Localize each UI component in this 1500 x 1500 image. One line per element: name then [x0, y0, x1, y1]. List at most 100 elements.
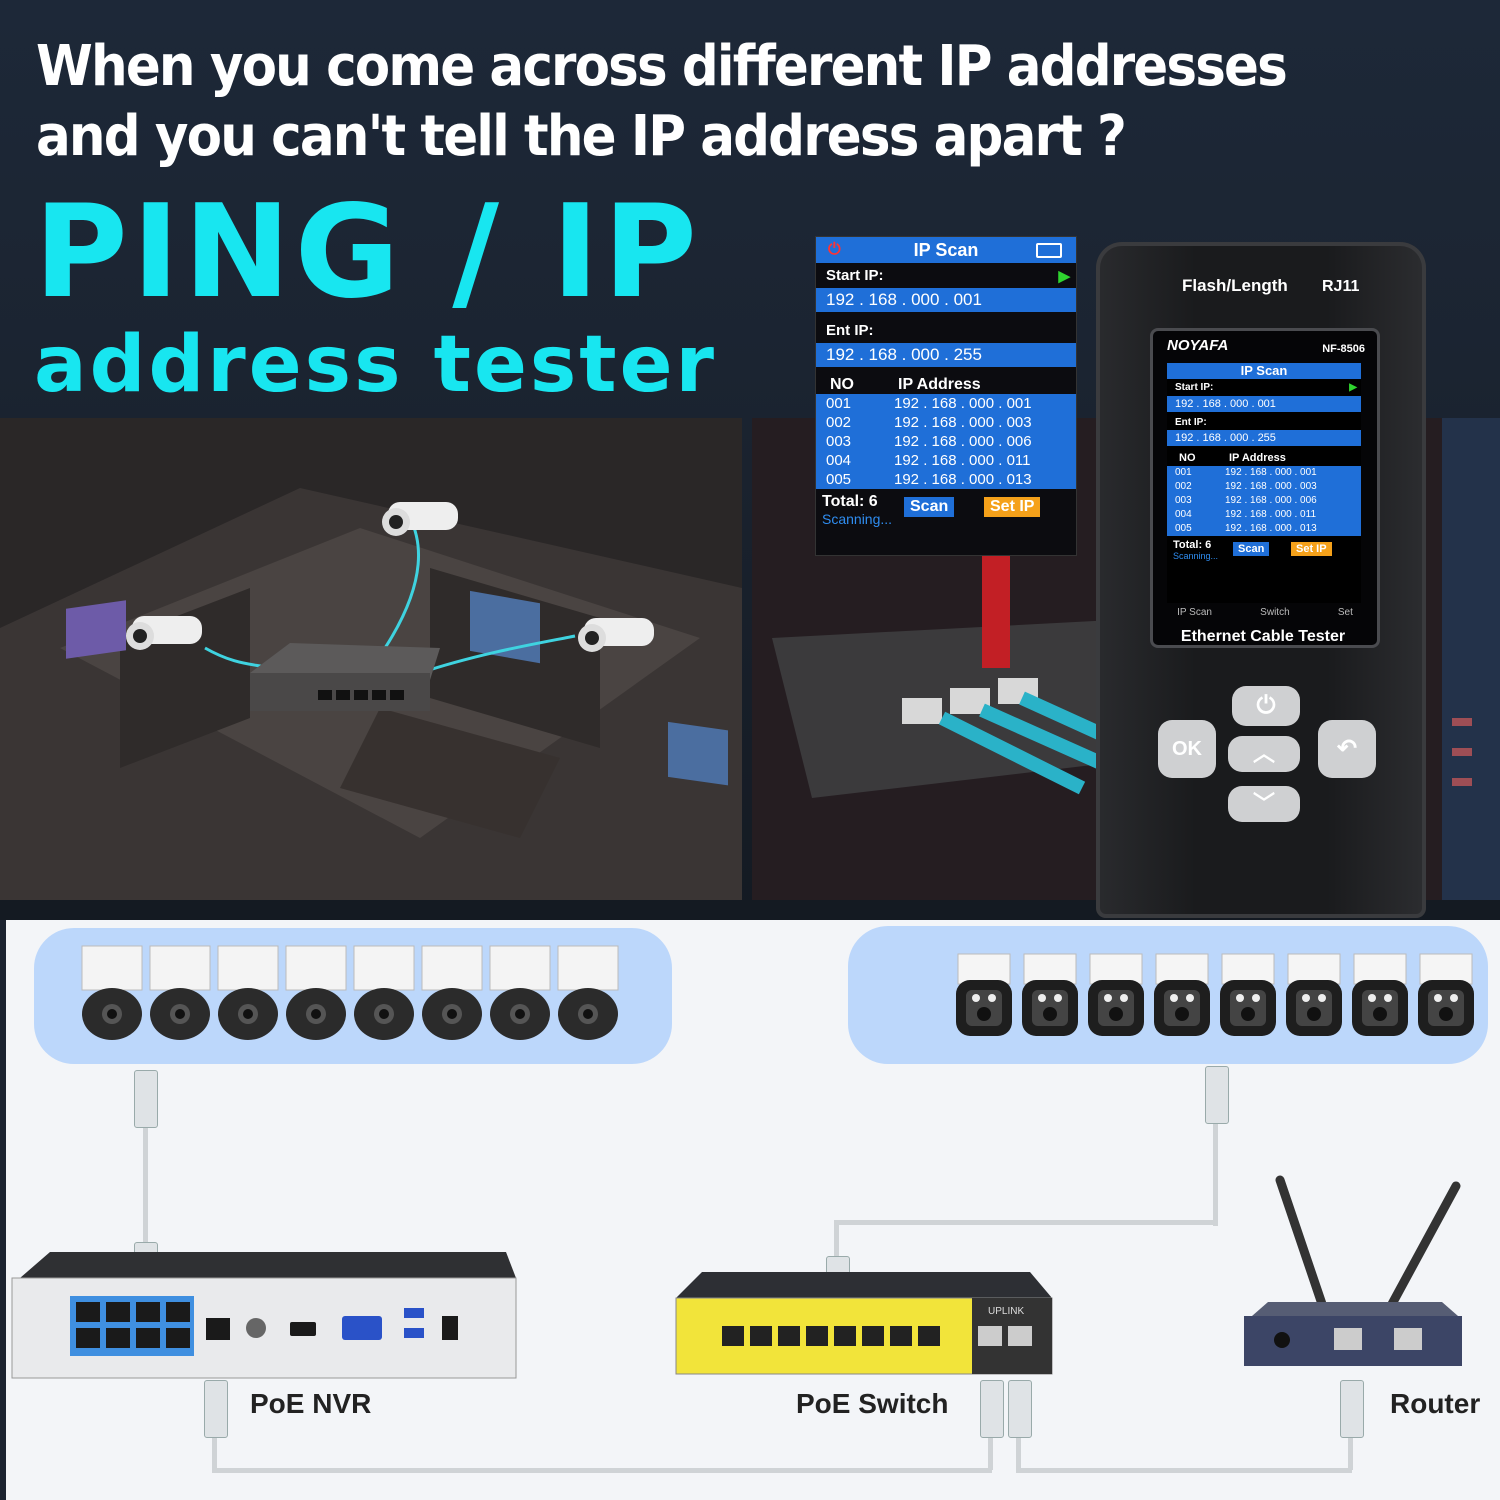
cable-nvr-cams	[143, 1070, 148, 1260]
rj45-plug	[134, 1070, 158, 1128]
device-screen: NOYAFA NF-8506 IP Scan Start IP:▶ 192 . …	[1150, 328, 1380, 648]
network-diagram: PoE NVR UPLINK PoE Switch Router	[6, 920, 1500, 1500]
play-icon: ▶	[1058, 268, 1070, 285]
device-footer-label: Ethernet Cable Tester	[1180, 628, 1346, 645]
mini-end-ip: 192 . 168 . 000 . 255	[1167, 430, 1361, 446]
bullet-camera-icon	[1216, 950, 1278, 1040]
mini-status: Scanning...	[1173, 551, 1219, 561]
flash-length-label: Flash/Length	[1182, 276, 1288, 295]
back-button[interactable]: ↶	[1318, 720, 1376, 778]
bullet-camera-icon	[1018, 950, 1080, 1040]
ip-scan-screen: ⏻ IP Scan Start IP: ▶ 192 . 168 . 000 . …	[815, 236, 1077, 556]
power-button[interactable]: ⏻	[1232, 686, 1300, 726]
mini-total: Total: 6	[1173, 539, 1212, 551]
camera-icon	[382, 502, 458, 536]
screen-footer: Total: 6 Scanning... Scan Set IP	[816, 489, 1076, 541]
back-arrow-icon: ↶	[1336, 735, 1358, 762]
softkey-set[interactable]: Set	[1337, 607, 1353, 618]
scan-status: Scanning...	[822, 511, 893, 527]
screen-header: ⏻ IP Scan	[816, 237, 1076, 263]
ok-button[interactable]: OK	[1158, 720, 1216, 778]
model-label: NF-8506	[1322, 343, 1365, 355]
dome-camera-icon	[352, 944, 416, 1040]
cable-switch-router	[1016, 1468, 1352, 1473]
scan-button[interactable]: Scan	[904, 497, 955, 517]
cable-nvr-switch	[212, 1420, 217, 1470]
start-ip-field[interactable]: 192 . 168 . 000 . 001	[816, 288, 1076, 312]
headline-line1: When you come across different IP addres…	[36, 34, 1288, 99]
set-ip-button[interactable]: Set IP	[984, 497, 1041, 517]
dome-camera-icon	[284, 944, 348, 1040]
total-count: Total: 6	[822, 493, 878, 510]
power-icon: ⏻	[828, 241, 841, 258]
rj45-plug	[1340, 1380, 1364, 1438]
play-icon: ▶	[1349, 382, 1357, 393]
cable-tester-device: Flash/Length RJ11 NOYAFA NF-8506 IP Scan…	[1096, 242, 1426, 918]
brand-logo: NOYAFA	[1167, 337, 1229, 354]
screen-title: IP Scan	[913, 240, 979, 260]
headline-line2: and you can't tell the IP address apart …	[36, 104, 1127, 169]
cable-switch-router	[1016, 1420, 1021, 1470]
camera-icon	[578, 618, 654, 652]
rj45-plug	[204, 1380, 228, 1438]
battery-icon	[1036, 243, 1062, 258]
bullet-camera-icon	[1348, 950, 1410, 1040]
softkey-bar: IP Scan Switch Set	[1153, 607, 1377, 618]
softkey-switch[interactable]: Switch	[1260, 607, 1290, 618]
bullet-camera-icon	[1084, 950, 1146, 1040]
rj45-plug	[980, 1380, 1004, 1438]
up-button[interactable]: ︿	[1228, 736, 1300, 772]
bullet-camera-icon	[1282, 950, 1344, 1040]
dome-camera-icon	[80, 944, 144, 1040]
mini-start-label: Start IP:▶	[1175, 382, 1357, 393]
bullet-camera-icon	[1150, 950, 1212, 1040]
mini-setip-button[interactable]: Set IP	[1291, 542, 1332, 556]
rj45-plug	[1205, 1066, 1229, 1124]
mini-end-label: Ent IP:	[1175, 417, 1207, 428]
mini-screen: IP Scan Start IP:▶ 192 . 168 . 000 . 001…	[1167, 363, 1361, 603]
power-icon: ⏻	[1256, 692, 1276, 719]
switch-label: PoE Switch	[796, 1388, 949, 1419]
poe-switch-device: UPLINK	[675, 1272, 1053, 1375]
end-ip-field[interactable]: 192 . 168 . 000 . 255	[816, 343, 1076, 367]
end-ip-label: Ent IP:	[826, 322, 874, 339]
cable-switch-cams	[834, 1220, 1218, 1225]
cable-nvr-switch	[988, 1420, 993, 1470]
product-subtitle: address tester	[34, 320, 717, 410]
camera-icon	[126, 616, 202, 650]
router-label: Router	[1390, 1388, 1481, 1419]
floorplan-scene	[0, 418, 742, 900]
uplink-label: UPLINK	[988, 1306, 1024, 1317]
down-button[interactable]: ﹀	[1228, 786, 1300, 822]
rj45-plug	[1008, 1380, 1032, 1438]
dome-camera-icon	[148, 944, 212, 1040]
mini-scan-button[interactable]: Scan	[1233, 542, 1270, 556]
dome-camera-icon	[420, 944, 484, 1040]
cable-switch-router	[1348, 1420, 1353, 1470]
mini-title: IP Scan	[1167, 363, 1361, 379]
dome-camera-icon	[488, 944, 552, 1040]
product-title: PING / IP	[34, 178, 701, 327]
bullet-camera-icon	[1414, 950, 1476, 1040]
softkey-ip-scan[interactable]: IP Scan	[1177, 607, 1212, 618]
rj11-label: RJ11	[1322, 278, 1360, 295]
chevron-up-icon: ︿	[1252, 741, 1275, 766]
router-device	[1244, 1175, 1462, 1366]
cable-switch-cams	[834, 1220, 839, 1280]
mini-start-ip: 192 . 168 . 000 . 001	[1167, 396, 1361, 412]
chevron-down-icon: ﹀	[1252, 791, 1275, 816]
